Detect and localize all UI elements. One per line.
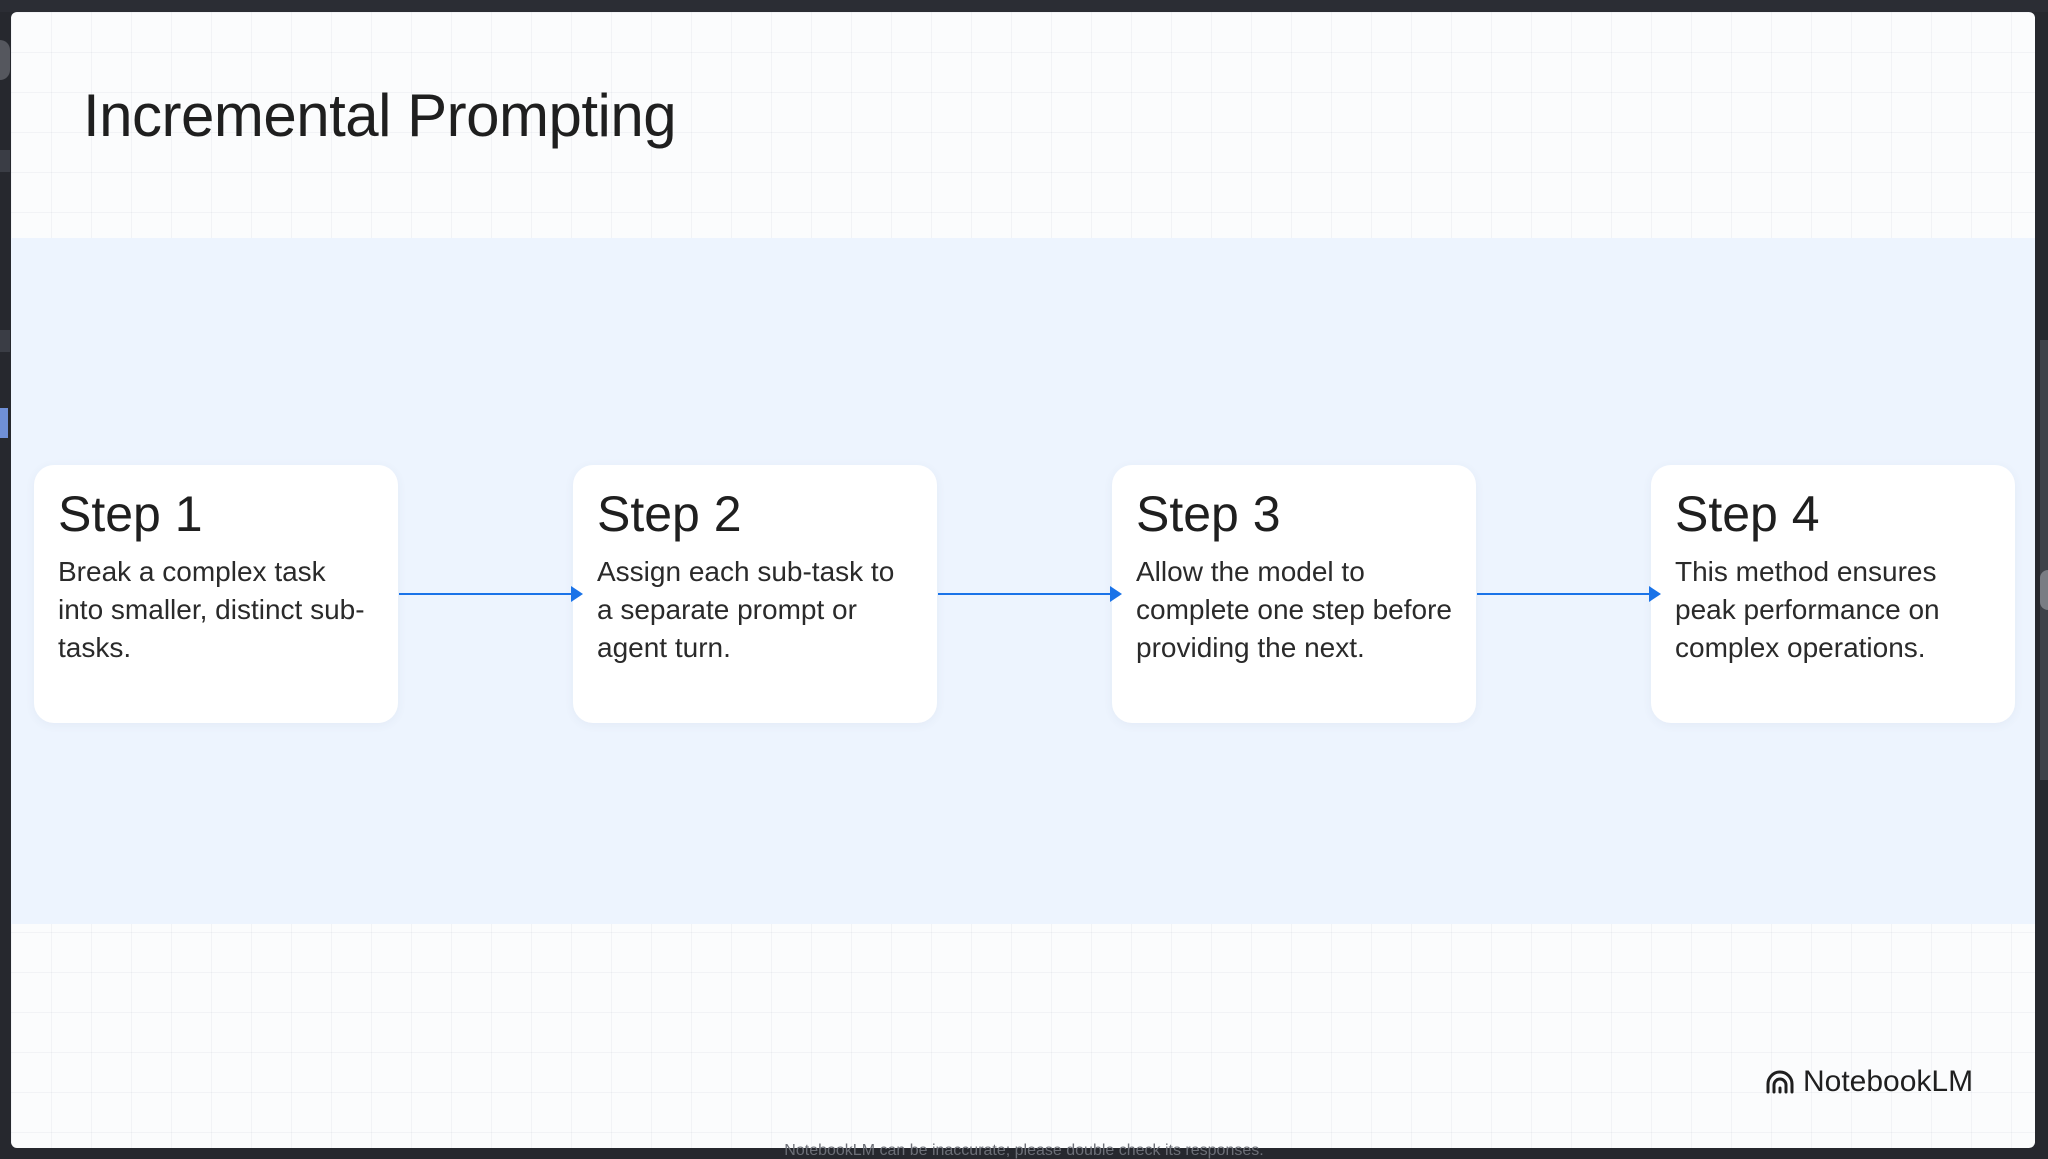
arrow-right-icon [399, 586, 583, 602]
step-card-1: Step 1 Break a complex task into smaller… [34, 465, 398, 723]
right-panel-scroll-handle[interactable] [2040, 570, 2048, 610]
step-card-4: Step 4 This method ensures peak performa… [1651, 465, 2015, 723]
sidebar-edge-fragment [0, 330, 10, 352]
sidebar-edge-fragment [0, 40, 10, 80]
step-description: Break a complex task into smaller, disti… [58, 556, 365, 663]
step-card-3: Step 3 Allow the model to complete one s… [1112, 465, 1476, 723]
step-title: Step 4 [1675, 486, 1820, 542]
step-title: Step 3 [1136, 486, 1281, 542]
sidebar-active-indicator [0, 408, 8, 438]
step-description: This method ensures peak performance on … [1675, 556, 1940, 663]
arrow-right-icon [938, 586, 1122, 602]
step-card-2: Step 2 Assign each sub-task to a separat… [573, 465, 937, 723]
step-title: Step 2 [597, 486, 742, 542]
sidebar-edge-fragment [0, 150, 10, 172]
slide-canvas: Incremental Prompting Step 1 Break a com… [11, 12, 2035, 1148]
brand-mark: NotebookLM [1765, 1064, 1973, 1100]
brand-name: NotebookLM [1803, 1065, 1974, 1098]
step-description: Allow the model to complete one step bef… [1136, 556, 1452, 663]
slide-title: Incremental Prompting [83, 82, 677, 149]
step-title: Step 1 [58, 486, 203, 542]
arrow-right-icon [1477, 586, 1661, 602]
step-description: Assign each sub-task to a separate promp… [597, 556, 895, 663]
app-top-bar [0, 0, 2048, 12]
disclaimer-text: NotebookLM can be inaccurate; please dou… [784, 1142, 1264, 1159]
right-panel-edge [2040, 340, 2048, 780]
notebooklm-logo-icon [1765, 1070, 1795, 1094]
